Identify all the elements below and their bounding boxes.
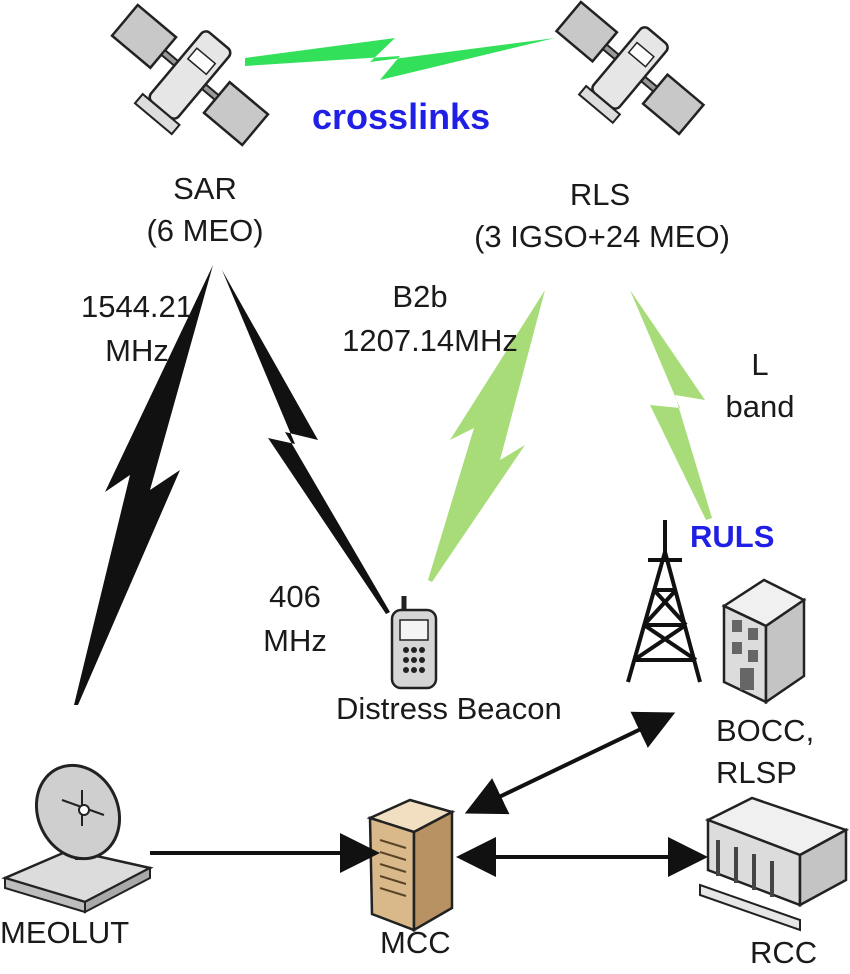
lband-bolt [630,290,712,520]
freq-1544-label: 1544.21 [80,289,194,324]
ruls-label: RULS [690,519,775,554]
antenna-tower-icon [626,520,702,683]
meolut-label: MEOLUT [0,915,130,950]
phone-icon [390,596,438,690]
distress-beacon-label: Distress Beacon [336,691,562,726]
f406-label: 406 [269,579,321,614]
rls-satellite-icon [554,0,706,136]
office-building-icon [721,578,807,705]
rls-sub-label: (3 IGSO+24 MEO) [474,219,730,254]
mcc-label: MCC [380,925,451,960]
uplink-406-bolt [222,270,390,614]
lband-band-label: band [725,389,795,424]
rls-name-label: RLS [569,177,631,212]
f406-unit-label: MHz [263,623,327,658]
freq-1544-unit-label: MHz [105,333,169,368]
rcc-label: RCC [750,935,818,970]
mcc-bocc-arrow [464,711,676,815]
government-building-icon [699,796,850,932]
sar-satellite-icon [110,3,270,147]
lband-label: L [751,347,769,382]
sar-name-label: SAR [173,171,237,206]
bocc-label: BOCC, [716,713,815,748]
b2b-bolt [428,290,545,582]
server-tower-icon [366,798,456,933]
sar-sub-label: (6 MEO) [146,213,264,248]
b2b-freq-label: 1207.14MHz [342,323,518,358]
crosslink-bolt [245,38,555,80]
crosslinks-label: crosslinks [312,96,491,137]
b2b-label: B2b [392,279,448,314]
satellite-dish-icon [1,763,154,914]
downlink-1544-bolt [74,265,213,705]
rlsp-label: RLSP [716,755,797,790]
